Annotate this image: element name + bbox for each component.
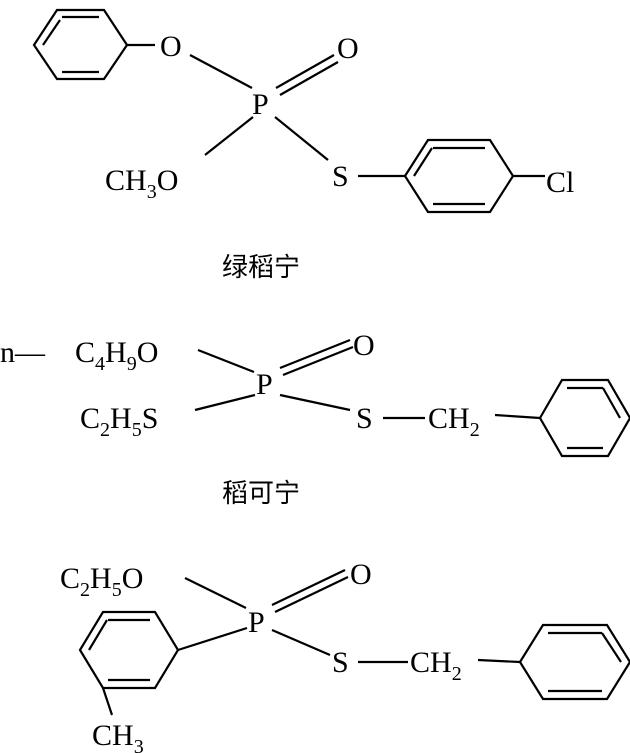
bond: [271, 628, 331, 657]
bond: [197, 348, 255, 374]
atom-o-double: O: [337, 32, 359, 65]
atom-o-double: O: [353, 329, 375, 362]
double-bond: [279, 338, 351, 370]
group-ch3: CH3: [92, 719, 144, 753]
benzyl-ring: [538, 378, 630, 458]
double-bond: [275, 54, 335, 89]
atom-s: S: [332, 160, 349, 193]
atom-o-double: O: [350, 558, 372, 591]
bond: [189, 54, 253, 89]
bond: [279, 393, 351, 412]
tolyl-ring: [78, 610, 180, 690]
chlorophenyl-ring: [403, 138, 515, 214]
phenyl-ring: [32, 8, 129, 81]
compound-2-structure: n— C4H9O P O C2H5S S CH2 稻可宁: [0, 329, 630, 509]
compound-3-structure: C2H5O P O CH3 S CH2: [60, 558, 630, 753]
benzyl-ring: [518, 623, 630, 701]
compound-name: 稻可宁: [222, 479, 300, 509]
bond: [101, 687, 114, 716]
group-ch2: CH2: [428, 402, 480, 441]
bond: [274, 116, 329, 161]
group-ch2: CH2: [410, 646, 462, 685]
atom-p: P: [252, 88, 269, 121]
bond: [204, 116, 254, 156]
bond: [177, 626, 248, 652]
compound-name: 绿稻宁: [222, 253, 300, 283]
bond: [184, 577, 247, 609]
atom-s: S: [356, 402, 373, 435]
double-bond: [271, 569, 346, 606]
atom-s: S: [332, 646, 349, 679]
group-c2h5o: C2H5O: [60, 562, 143, 601]
atom-o: O: [160, 30, 182, 63]
bond: [477, 658, 521, 664]
atom-p: P: [248, 606, 265, 639]
compound-1-structure: O P O CH3O S Cl 绿稻宁: [32, 8, 574, 283]
bond: [494, 413, 541, 420]
atom-p: P: [256, 368, 273, 401]
atom-cl: Cl: [546, 166, 574, 199]
bond: [194, 393, 256, 412]
n-prefix: n—: [0, 336, 46, 369]
group-ch3o: CH3O: [105, 164, 178, 203]
group-c2h5s: C2H5S: [80, 402, 158, 441]
group-c4h9o: C4H9O: [75, 336, 158, 375]
